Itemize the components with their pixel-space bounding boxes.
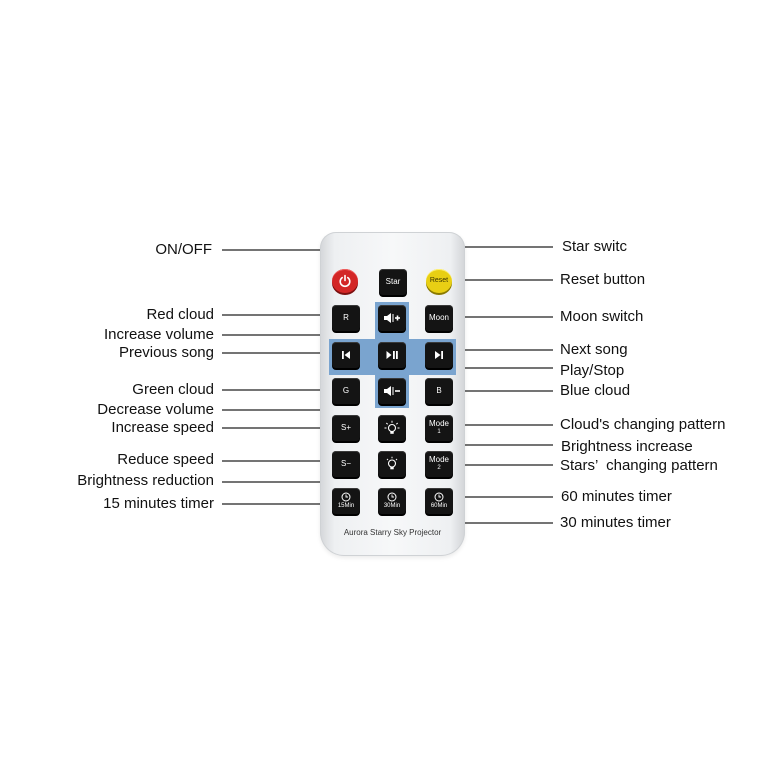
stars-mode-button[interactable]: Mode 2	[425, 451, 453, 477]
speed-up-button-label: S+	[340, 423, 351, 432]
brightness-up-icon	[384, 420, 400, 434]
label-reduce-speed: Reduce speed	[117, 451, 214, 468]
speed-down-button[interactable]: S−	[332, 451, 360, 477]
label-next-song: Next song	[560, 341, 628, 358]
label-reset-button: Reset button	[560, 271, 646, 288]
reset-button-label: Reset	[429, 277, 449, 284]
star-button[interactable]: Star	[379, 269, 407, 295]
moon-button[interactable]: Moon	[425, 305, 453, 331]
star-button-label: Star	[385, 277, 401, 286]
blue-cloud-button[interactable]: B	[425, 378, 453, 404]
stars-mode-top: Mode	[428, 455, 449, 464]
green-cloud-button[interactable]: G	[332, 378, 360, 404]
label-brightness-increase: Brightness increase	[561, 438, 693, 455]
label-decrease-volume: Decrease volume	[97, 401, 214, 418]
label-play-stop: Play/Stop	[560, 362, 625, 379]
label-60-minutes-timer: 60 minutes timer	[561, 488, 672, 505]
next-icon	[435, 351, 443, 359]
brand-text: Aurora Starry Sky Projector	[343, 528, 442, 537]
timer-30-label: 30Min	[383, 503, 401, 509]
play-pause-icon	[386, 351, 398, 359]
red-cloud-button-label: R	[343, 313, 349, 322]
power-icon	[339, 274, 351, 288]
moon-button-label: Moon	[428, 313, 449, 322]
stars-mode-number: 2	[437, 465, 441, 471]
red-cloud-button[interactable]: R	[332, 305, 360, 331]
timer-15-button[interactable]: 15Min	[332, 488, 360, 514]
green-cloud-button-label: G	[342, 386, 350, 395]
label-moon-switch: Moon switch	[560, 308, 644, 325]
volume-down-button[interactable]	[378, 378, 406, 404]
label-stars-pattern: Stars’ changing pattern	[560, 457, 718, 474]
label-15-minutes-timer: 15 minutes timer	[103, 495, 214, 512]
label-blue-cloud: Blue cloud	[560, 382, 631, 399]
reset-button[interactable]: Reset	[426, 269, 452, 293]
label-increase-speed: Increase speed	[111, 419, 214, 436]
power-button[interactable]	[332, 269, 358, 293]
cloud-mode-number: 1	[437, 429, 441, 435]
play-pause-button[interactable]	[378, 342, 406, 368]
label-previous-song: Previous song	[118, 344, 214, 361]
speed-down-button-label: S−	[340, 459, 351, 468]
label-brightness-reduction: Brightness reduction	[77, 472, 214, 489]
clock-icon	[434, 492, 444, 502]
brightness-down-button[interactable]	[378, 451, 406, 477]
brightness-down-icon	[386, 456, 398, 470]
cloud-mode-top: Mode	[428, 419, 449, 428]
clock-icon	[341, 492, 351, 502]
label-star-switch: Star switc	[562, 238, 628, 255]
label-increase-volume: Increase volume	[103, 326, 214, 343]
timer-60-button[interactable]: 60Min	[425, 488, 453, 514]
volume-up-icon	[384, 313, 400, 323]
next-button[interactable]	[425, 342, 453, 368]
timer-30-button[interactable]: 30Min	[378, 488, 406, 514]
cloud-mode-button[interactable]: Mode 1	[425, 415, 453, 441]
clock-icon	[387, 492, 397, 502]
label-green-cloud: Green cloud	[132, 381, 214, 398]
volume-down-icon	[384, 386, 400, 396]
speed-up-button[interactable]: S+	[332, 415, 360, 441]
label-cloud-pattern: Cloud's changing pattern	[560, 416, 726, 433]
blue-cloud-button-label: B	[436, 386, 442, 395]
volume-up-button[interactable]	[378, 305, 406, 331]
timer-60-label: 60Min	[430, 503, 448, 509]
timer-15-label: 15Min	[337, 503, 355, 509]
previous-icon	[342, 351, 350, 359]
label-red-cloud: Red cloud	[146, 306, 214, 323]
label-on-off: ON/OFF	[155, 241, 212, 258]
label-30-minutes-timer: 30 minutes timer	[560, 514, 671, 531]
brightness-up-button[interactable]	[378, 415, 406, 441]
previous-button[interactable]	[332, 342, 360, 368]
